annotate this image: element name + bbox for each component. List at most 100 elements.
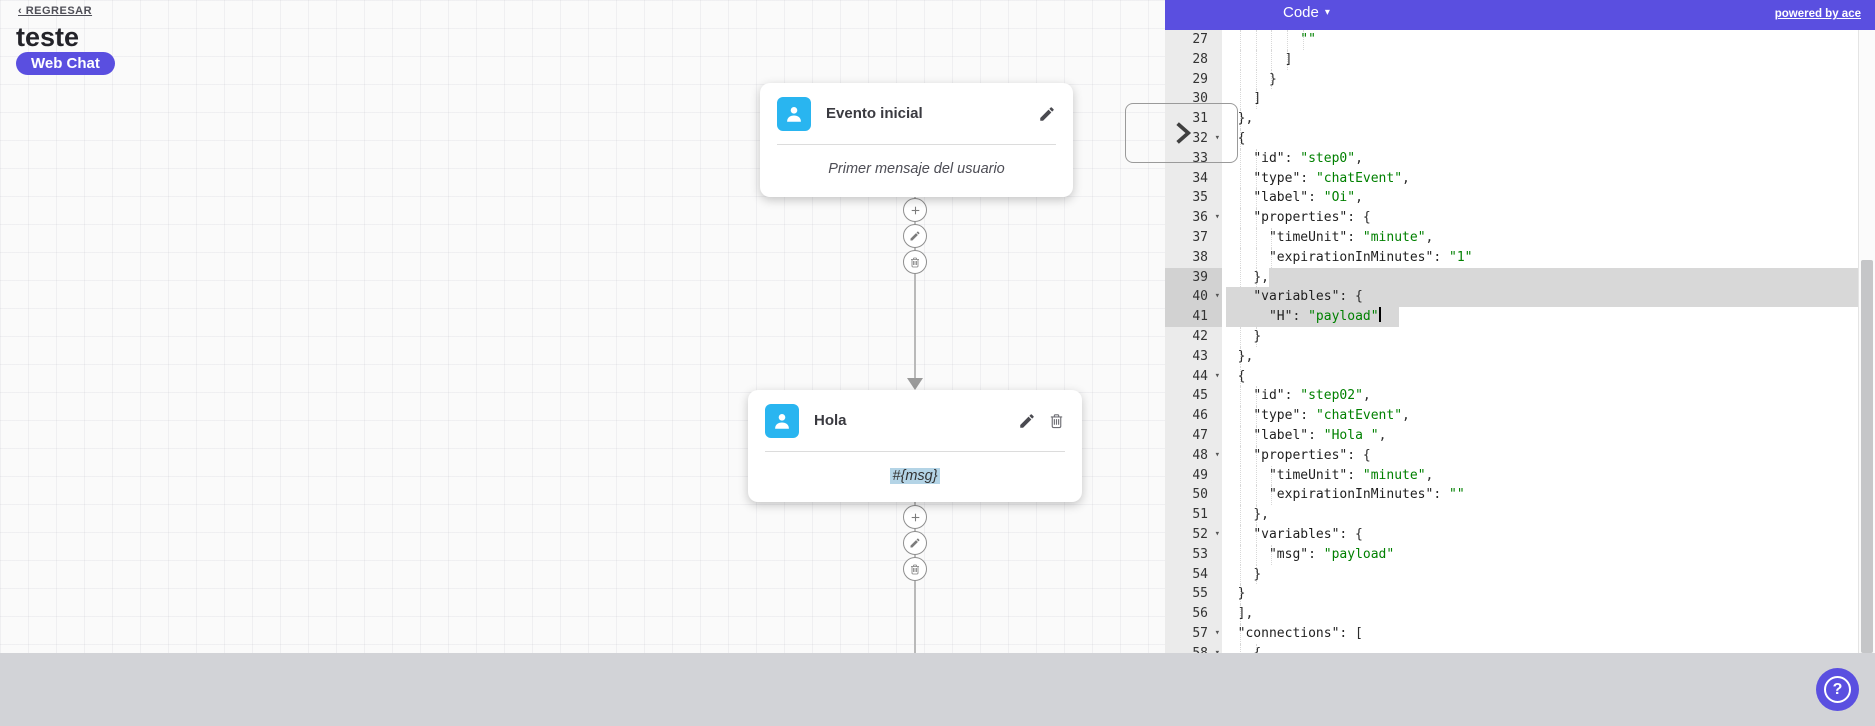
fold-toggle-icon[interactable]: ▾ (1214, 528, 1220, 539)
gutter-line-number[interactable]: 53 (1192, 546, 1208, 562)
indent-guide (1255, 505, 1257, 525)
code-line[interactable]: }, (1222, 109, 1875, 129)
indent-guide (1240, 307, 1241, 327)
editor-scrollbar[interactable] (1858, 30, 1875, 653)
gutter-line-number[interactable]: 28 (1192, 51, 1208, 67)
code-line[interactable]: "msg": "payload" (1222, 544, 1875, 565)
gutter-line-number[interactable]: 30 (1192, 91, 1208, 107)
code-line[interactable]: "connections": [ (1222, 623, 1875, 644)
gutter-line-number[interactable]: 38 (1192, 249, 1208, 265)
flow-node-hola[interactable]: Hola #{msg} (748, 390, 1082, 502)
help-button[interactable]: ? (1816, 668, 1859, 711)
code-line[interactable]: } (1222, 564, 1875, 585)
indent-guide (1286, 30, 1288, 50)
gutter-line-number[interactable]: 37 (1192, 229, 1208, 245)
view-mode-dropdown[interactable]: Code▾ (1283, 4, 1330, 21)
gutter-line-number[interactable]: 31 (1192, 111, 1208, 127)
indent-guide (1240, 505, 1241, 525)
gutter-line-number[interactable]: 44▾ (1165, 367, 1222, 387)
gutter-line-number[interactable]: 58▾ (1165, 644, 1222, 653)
gutter-line-number[interactable]: 57▾ (1165, 624, 1222, 644)
powered-by-ace-link[interactable]: powered by ace (1774, 8, 1861, 20)
gutter-line-number[interactable]: 56 (1192, 606, 1208, 622)
fold-toggle-icon[interactable]: ▾ (1214, 647, 1220, 653)
code-line[interactable]: "id": "step02", (1222, 386, 1875, 407)
add-step-button[interactable] (903, 198, 927, 222)
code-line[interactable]: "variables": { (1222, 287, 1875, 308)
delete-node-icon[interactable] (1048, 412, 1065, 429)
code-line[interactable]: } (1222, 69, 1875, 90)
code-line[interactable]: "properties": { (1222, 445, 1875, 466)
code-line[interactable]: "type": "chatEvent", (1222, 406, 1875, 426)
editor-code[interactable]: ""]}]},{"id": "step0","type": "chatEvent… (1222, 30, 1875, 653)
code-line[interactable]: { (1222, 643, 1875, 653)
gutter-line-number[interactable]: 47 (1192, 427, 1208, 443)
code-line[interactable]: "id": "step0", (1222, 148, 1875, 169)
code-line[interactable]: "properties": { (1222, 208, 1875, 228)
delete-connection-button[interactable] (903, 250, 927, 274)
gutter-line-number[interactable]: 41 (1165, 307, 1222, 327)
code-line[interactable]: }, (1222, 346, 1875, 367)
gutter-line-number[interactable]: 55 (1192, 586, 1208, 602)
code-line[interactable]: "" (1222, 30, 1875, 50)
gutter-line-number[interactable]: 43 (1192, 348, 1208, 364)
fold-toggle-icon[interactable]: ▾ (1214, 291, 1220, 302)
gutter-line-number[interactable]: 32▾ (1165, 129, 1222, 149)
gutter-line-number[interactable]: 34 (1192, 170, 1208, 186)
gutter-line-number[interactable]: 40▾ (1165, 287, 1222, 308)
gutter-line-number[interactable]: 48▾ (1165, 446, 1222, 466)
code-line[interactable]: "label": "Hola ", (1222, 425, 1875, 446)
fold-toggle-icon[interactable]: ▾ (1214, 370, 1220, 381)
code-line[interactable]: "expirationInMinutes": "" (1222, 485, 1875, 506)
code-line[interactable]: }, (1222, 267, 1875, 288)
code-line[interactable]: "timeUnit": "minute", (1222, 465, 1875, 486)
code-line[interactable]: { (1222, 366, 1875, 387)
flow-canvas[interactable]: ‹ REGRESAR teste Web Chat Evento inicial (0, 0, 1165, 653)
edit-node-icon[interactable] (1038, 105, 1056, 123)
gutter-line-number[interactable]: 50 (1192, 487, 1208, 503)
code-line[interactable]: }, (1222, 505, 1875, 525)
gutter-line-number[interactable]: 36▾ (1165, 208, 1222, 228)
code-line[interactable]: ] (1222, 89, 1875, 110)
collapse-panel-button[interactable] (1125, 103, 1238, 163)
fold-toggle-icon[interactable]: ▾ (1214, 627, 1220, 638)
gutter-line-number[interactable]: 39 (1165, 267, 1222, 288)
indent-guide (1255, 148, 1257, 169)
code-line[interactable]: "H": "payload" (1222, 307, 1875, 327)
code-line[interactable]: "expirationInMinutes": "1" (1222, 247, 1875, 268)
code-line[interactable]: "timeUnit": "minute", (1222, 227, 1875, 248)
code-line[interactable]: "type": "chatEvent", (1222, 168, 1875, 189)
flow-node-evento-inicial[interactable]: Evento inicial Primer mensaje del usuari… (760, 83, 1073, 197)
gutter-line-number[interactable]: 51 (1192, 507, 1208, 523)
code-line[interactable]: ], (1222, 604, 1875, 624)
gutter-line-number[interactable]: 52▾ (1165, 525, 1222, 545)
code-line[interactable]: "variables": { (1222, 524, 1875, 545)
gutter-line-number[interactable]: 45 (1192, 388, 1208, 404)
indent-guide (1255, 227, 1257, 248)
gutter-line-number[interactable]: 27 (1192, 32, 1208, 47)
fold-toggle-icon[interactable]: ▾ (1214, 132, 1220, 143)
scrollbar-thumb[interactable] (1861, 260, 1873, 653)
code-line[interactable]: } (1222, 326, 1875, 347)
delete-connection-button[interactable] (903, 557, 927, 581)
indent-guide (1240, 168, 1241, 189)
edit-connection-button[interactable] (903, 224, 927, 248)
fold-toggle-icon[interactable]: ▾ (1214, 449, 1220, 460)
edit-node-icon[interactable] (1018, 412, 1036, 430)
add-step-button[interactable] (903, 505, 927, 529)
gutter-line-number[interactable]: 29 (1192, 71, 1208, 87)
code-line[interactable]: "label": "Oi", (1222, 188, 1875, 209)
fold-toggle-icon[interactable]: ▾ (1214, 212, 1220, 223)
code-line[interactable]: } (1222, 584, 1875, 605)
code-line[interactable]: ] (1222, 49, 1875, 70)
code-line[interactable]: { (1222, 128, 1875, 149)
gutter-line-number[interactable]: 42 (1192, 328, 1208, 344)
gutter-line-number[interactable]: 46 (1192, 408, 1208, 424)
indent-guide (1255, 208, 1257, 228)
gutter-line-number[interactable]: 54 (1192, 566, 1208, 582)
back-link[interactable]: ‹ REGRESAR (18, 5, 93, 17)
edit-connection-button[interactable] (903, 531, 927, 555)
gutter-line-number[interactable]: 35 (1192, 190, 1208, 206)
gutter-line-number[interactable]: 49 (1192, 467, 1208, 483)
